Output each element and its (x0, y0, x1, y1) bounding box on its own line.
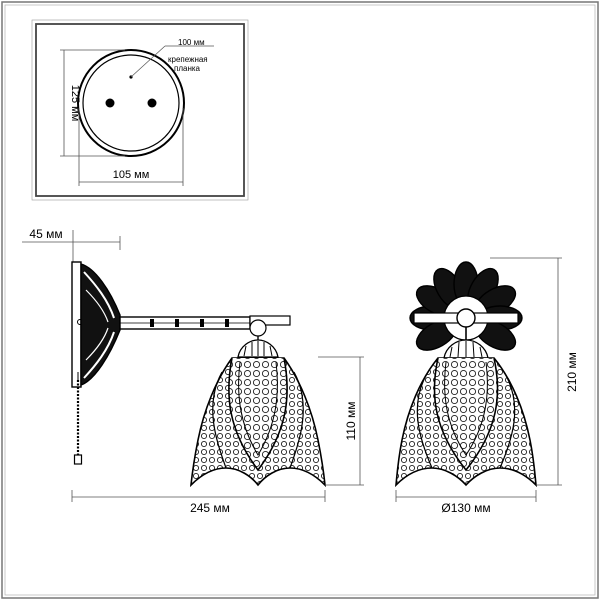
plate-height-label: 125 мм (69, 85, 81, 122)
side-length-label: 245 мм (190, 501, 230, 515)
front-view: 210 мм Ø130 мм (394, 257, 579, 515)
hole-spacing-label: 100 мм (178, 38, 205, 47)
side-depth-label: 45 мм (29, 227, 62, 241)
shade-height-label: 110 мм (344, 402, 358, 441)
diameter-label: Ø130 мм (441, 501, 490, 515)
bracket-label-line1: крепежная (168, 55, 208, 64)
mounting-hole-icon (105, 98, 115, 108)
plate-width-label: 105 мм (113, 169, 150, 181)
mount-plate-view: 125 мм 105 мм 100 мм крепежная планка (31, 19, 249, 201)
total-height-label: 210 мм (565, 352, 579, 392)
side-view: 45 мм 110 м (22, 227, 364, 515)
canopy-outer-circle (77, 49, 185, 157)
bracket-label-line2: планка (174, 64, 201, 73)
canopy-side (80, 263, 121, 386)
mount-plate-frame (35, 23, 245, 197)
mounting-hole-icon (147, 98, 157, 108)
